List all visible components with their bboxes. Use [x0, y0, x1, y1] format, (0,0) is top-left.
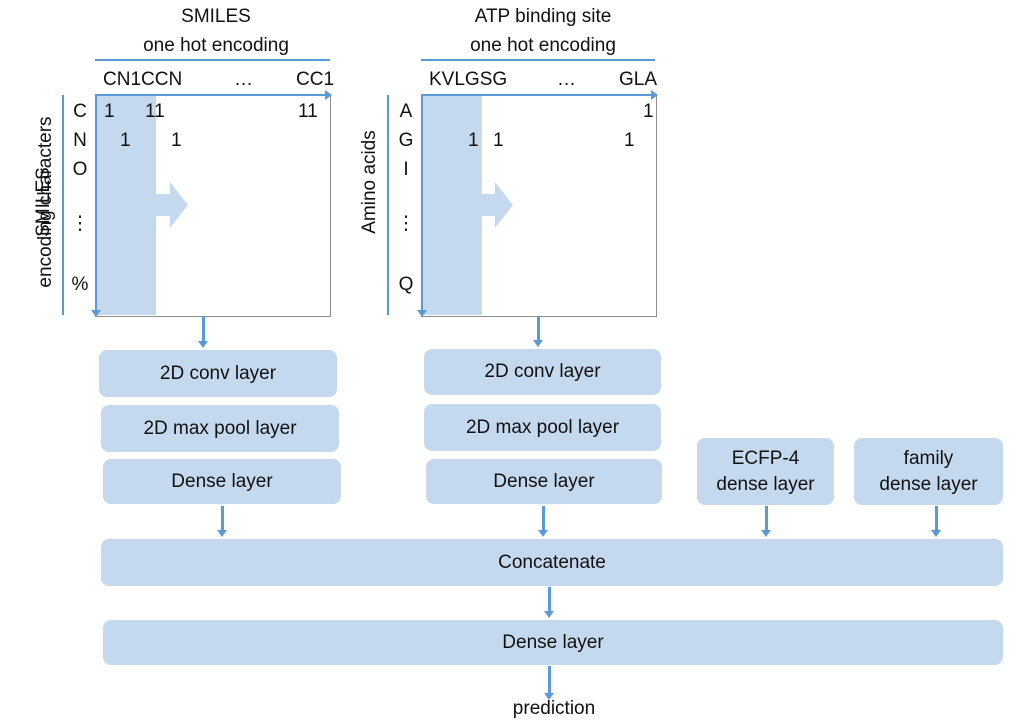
- right-dense-layer-label: Dense layer: [493, 470, 595, 492]
- smiles-cell: 1: [171, 130, 182, 151]
- smiles-cell: 11: [298, 101, 318, 122]
- atp-cell: 1: [624, 130, 635, 151]
- left-max-pool-layer-label: 2D max pool layer: [143, 417, 297, 439]
- atp-col-axis-arrowhead: [651, 90, 658, 100]
- final-dense-layer-label: Dense layer: [502, 631, 604, 653]
- family-to-concat-arrowhead: [931, 530, 941, 537]
- atp-to-conv-arrow: [537, 316, 540, 341]
- smiles-row-label: O: [72, 159, 88, 180]
- smiles-header-line1: SMILES: [181, 6, 251, 27]
- atp-row-label: A: [399, 101, 413, 122]
- atp-cell: 1: [643, 101, 654, 122]
- smiles-row-label: C: [73, 101, 87, 122]
- atp-cell: 1: [493, 130, 504, 151]
- smiles-slide-arrow: [156, 182, 188, 228]
- smiles-to-conv-arrowhead: [198, 341, 208, 348]
- left-dense-to-concat-arrow: [221, 506, 224, 531]
- atp-header-line2: one hot encoding: [470, 35, 616, 56]
- smiles-row-label: ⋮: [70, 213, 90, 234]
- atp-header-line1: ATP binding site: [474, 6, 612, 27]
- right-conv-layer: 2D conv layer: [424, 349, 661, 395]
- concat-to-dense-arrow: [548, 587, 551, 612]
- atp-active-column: [422, 96, 482, 315]
- ecfp-to-concat-arrowhead: [761, 530, 771, 537]
- smiles-to-conv-arrow: [202, 316, 205, 342]
- smiles-col-axis-arrowhead: [325, 90, 332, 100]
- smiles-col-last: CC1: [296, 69, 335, 90]
- atp-col-last: GLA: [619, 69, 658, 90]
- right-dense-layer: Dense layer: [426, 459, 662, 504]
- right-dense-to-concat-arrowhead: [538, 530, 548, 537]
- atp-row-label: G: [398, 130, 414, 151]
- atp-cell: 1: [468, 130, 479, 151]
- final-dense-layer: Dense layer: [103, 620, 1003, 665]
- smiles-row-axis: [95, 95, 97, 311]
- family-dense-layer: family dense layer: [854, 438, 1003, 505]
- smiles-side-label-line2: encoding characters: [35, 116, 56, 288]
- smiles-side-bar: [62, 95, 64, 315]
- left-max-pool-layer: 2D max pool layer: [101, 405, 339, 452]
- ecfp-to-concat-arrow: [765, 506, 768, 531]
- dense-to-prediction-arrow: [548, 666, 551, 694]
- smiles-row-axis-arrowhead: [91, 310, 101, 317]
- atp-row-label: Q: [398, 274, 414, 295]
- smiles-active-column: [96, 96, 156, 315]
- atp-header-underline: [421, 59, 655, 61]
- atp-side-bar: [387, 95, 389, 315]
- smiles-col-axis: [95, 94, 325, 96]
- left-conv-layer: 2D conv layer: [99, 350, 337, 397]
- smiles-header-line2: one hot encoding: [143, 35, 289, 56]
- smiles-header-underline: [95, 59, 330, 61]
- left-dense-to-concat-arrowhead: [217, 530, 227, 537]
- atp-col-first: KVLGSG: [429, 69, 508, 90]
- atp-row-label: I: [403, 159, 409, 180]
- concatenate-layer: Concatenate: [101, 539, 1003, 586]
- family-to-concat-arrow: [935, 506, 938, 531]
- concat-to-dense-arrowhead: [544, 611, 554, 618]
- family-dense-layer-label: family dense layer: [879, 447, 978, 495]
- smiles-row-label: N: [73, 130, 87, 151]
- atp-row-axis-arrowhead: [417, 310, 427, 317]
- left-conv-layer-label: 2D conv layer: [159, 362, 277, 384]
- left-dense-layer: Dense layer: [103, 459, 341, 504]
- concatenate-layer-label: Concatenate: [498, 551, 606, 573]
- atp-col-axis: [421, 94, 651, 96]
- left-dense-layer-label: Dense layer: [171, 470, 273, 492]
- atp-slide-arrow: [481, 182, 513, 228]
- atp-row-axis: [421, 95, 423, 311]
- ecfp-dense-layer-label: ECFP-4 dense layer: [716, 447, 815, 495]
- right-dense-to-concat-arrow: [542, 506, 545, 531]
- dense-to-prediction-arrowhead: [544, 693, 554, 700]
- atp-to-conv-arrowhead: [533, 340, 543, 347]
- atp-col-ellipsis: …: [557, 69, 576, 90]
- smiles-cell: 1: [104, 101, 115, 122]
- right-max-pool-layer: 2D max pool layer: [424, 404, 661, 451]
- smiles-row-label: %: [71, 274, 89, 295]
- right-max-pool-layer-label: 2D max pool layer: [465, 416, 620, 438]
- smiles-cell: 1: [120, 130, 131, 151]
- atp-side-label: Amino acids: [359, 130, 380, 234]
- smiles-col-ellipsis: …: [234, 69, 253, 90]
- atp-row-label: ⋮: [396, 213, 416, 234]
- smiles-cell: 11: [145, 101, 165, 122]
- smiles-col-first: CN1CCN: [103, 69, 183, 90]
- ecfp-dense-layer: ECFP-4 dense layer: [697, 438, 834, 505]
- prediction-label: prediction: [512, 698, 596, 719]
- right-conv-layer-label: 2D conv layer: [484, 361, 601, 382]
